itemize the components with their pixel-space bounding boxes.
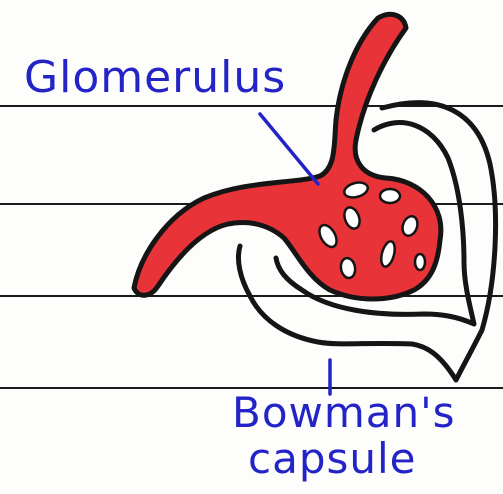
glomerulus-pointer-line [260,114,318,184]
bowmans-capsule-label-line2: capsule [248,438,417,480]
bowmans-capsule-label-line1: Bowman's [232,392,456,434]
capillary-space [380,189,400,203]
glomerulus-label: Glomerulus [24,56,286,100]
capillary-space [415,254,425,270]
